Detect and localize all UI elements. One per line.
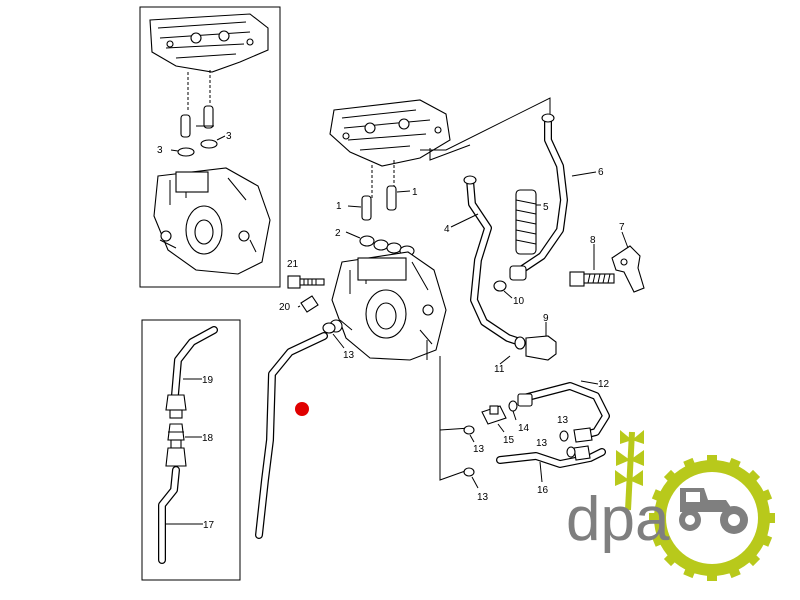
- callout-12: 12: [598, 379, 610, 390]
- callout-10: 10: [513, 296, 525, 307]
- callout-2: 2: [335, 228, 341, 239]
- pipe-center: [255, 332, 328, 539]
- bolt-and-fittings-left: [287, 275, 345, 349]
- callout-13a: 13: [343, 350, 355, 361]
- callout-5: 5: [543, 202, 549, 213]
- callout-4: 4: [444, 224, 450, 235]
- spring-5: [515, 189, 541, 255]
- bolt-8-clamp-7: [569, 231, 645, 293]
- wheat-icon: [615, 430, 644, 511]
- callout-19: 19: [202, 375, 214, 386]
- main-pump-body: [329, 251, 471, 481]
- callout-7: 7: [619, 222, 625, 233]
- callout-8: 8: [590, 235, 596, 246]
- callout-1b: 1: [412, 187, 418, 198]
- callout-13c: 13: [477, 492, 489, 503]
- callout-labels: 3 3 1 1 2 4 5 6 7 8 9 10 11 12 13 13 13 …: [157, 131, 625, 531]
- inset-bottom-left: [141, 319, 241, 581]
- dpa-logo: dpa: [566, 430, 775, 581]
- callout-15: 15: [503, 435, 515, 446]
- callout-21: 21: [287, 259, 299, 270]
- callout-13d: 13: [557, 415, 569, 426]
- callout-11: 11: [494, 364, 505, 375]
- callout-3a: 3: [226, 131, 232, 142]
- callout-6: 6: [598, 167, 604, 178]
- callout-1a: 1: [336, 201, 342, 212]
- callout-13e: 13: [536, 438, 548, 449]
- pipe-4: [450, 175, 524, 346]
- inset-top-left: [139, 6, 281, 288]
- pipe-12: [517, 380, 610, 443]
- fittings-9-10-11: [493, 280, 557, 365]
- callout-13b: 13: [473, 444, 485, 455]
- main-head-plate: [329, 97, 551, 198]
- callout-14: 14: [518, 423, 530, 434]
- callout-3b: 3: [157, 145, 163, 156]
- pins-and-seals: [345, 185, 415, 257]
- pipe-16: [496, 445, 606, 483]
- pipe-6: [509, 113, 597, 281]
- callout-17: 17: [203, 520, 215, 531]
- tractor-icon: [679, 488, 748, 534]
- fittings-13-14-15: [463, 400, 576, 489]
- callout-18: 18: [202, 433, 214, 444]
- callout-20: 20: [279, 302, 291, 313]
- red-marker-dot: [295, 402, 309, 416]
- callout-9: 9: [543, 313, 549, 324]
- logo-text: dpa: [566, 485, 670, 554]
- callout-16: 16: [537, 485, 549, 496]
